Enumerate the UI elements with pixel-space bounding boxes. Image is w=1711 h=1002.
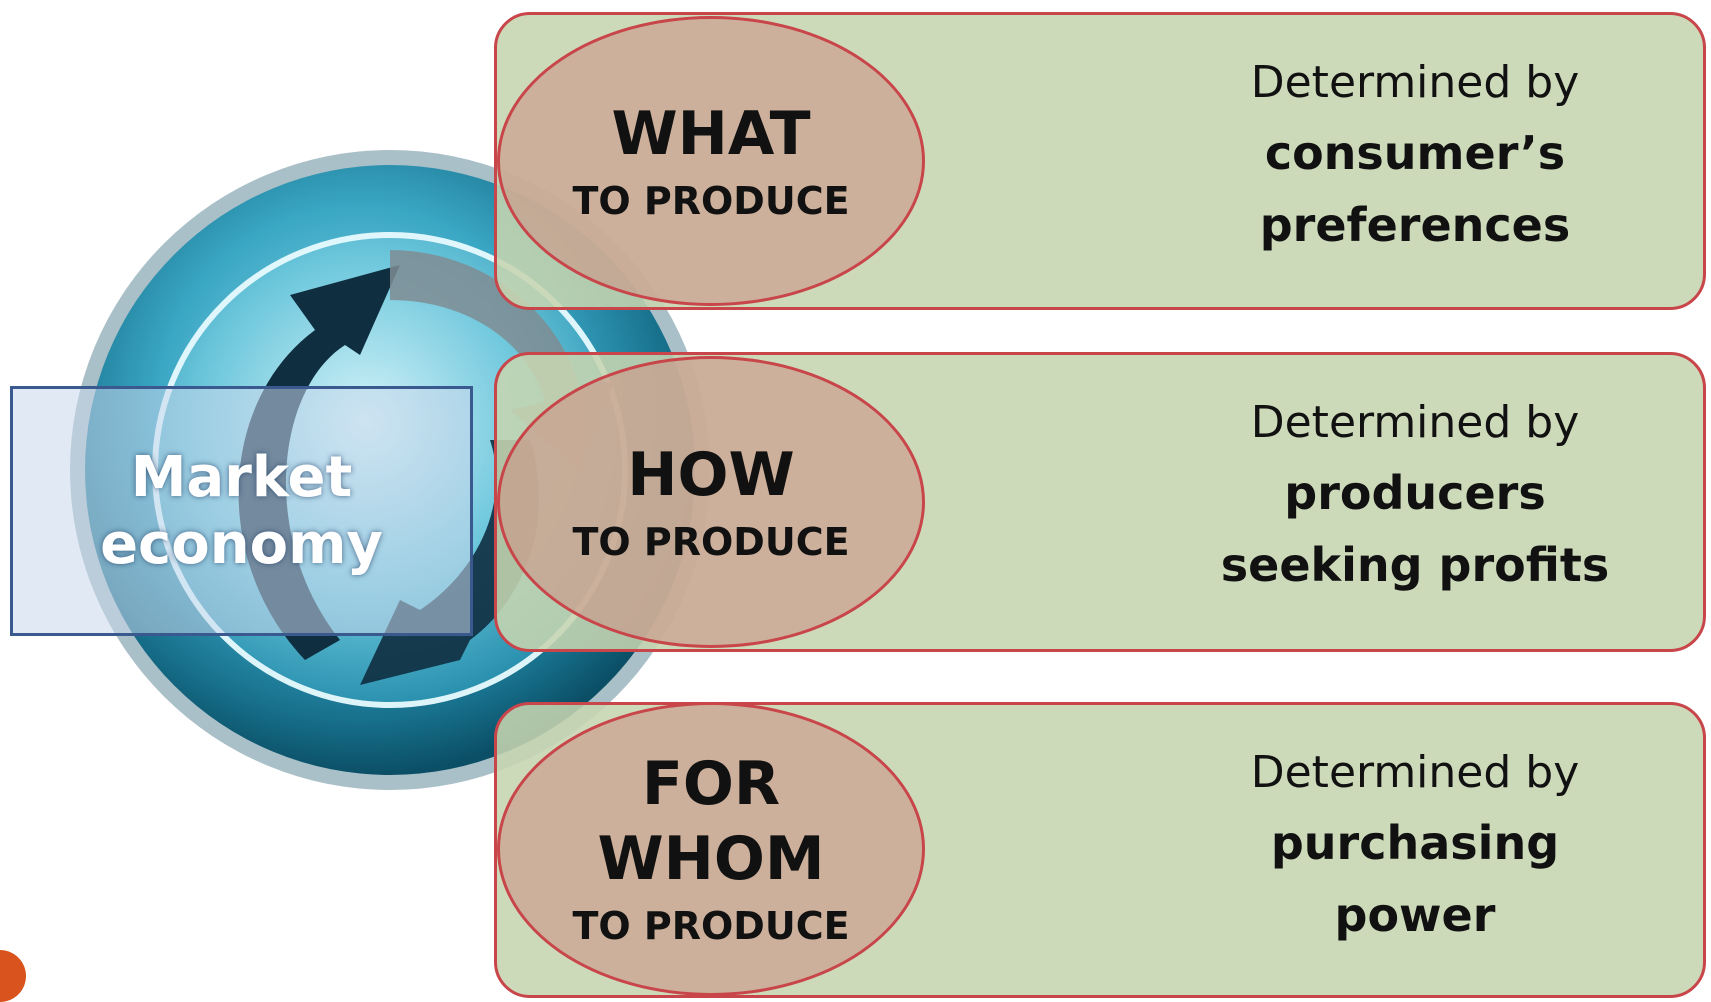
market-economy-label-box: Market economy — [10, 386, 473, 636]
oval-how: HOW TO PRODUCE — [497, 356, 925, 648]
question-whom: WHOM — [597, 824, 825, 895]
desc-what-line2: preferences — [1259, 197, 1571, 252]
corner-accent-dot — [0, 950, 26, 1002]
center-label-line2: economy — [100, 512, 383, 577]
oval-for-whom: FOR WHOM TO PRODUCE — [497, 702, 925, 996]
question-for: FOR — [641, 749, 781, 820]
question-how-sub: TO PRODUCE — [572, 519, 850, 564]
desc-what: Determined by consumer’s preferences — [1180, 48, 1650, 261]
desc-how-intro: Determined by — [1250, 397, 1580, 448]
desc-what-line1: consumer’s — [1264, 126, 1566, 181]
desc-how: Determined by producers seeking profits — [1180, 388, 1650, 601]
desc-for-whom-line1: purchasing — [1270, 816, 1560, 871]
center-label-line1: Market — [130, 444, 353, 510]
desc-how-line1: producers — [1284, 466, 1546, 521]
question-how: HOW — [627, 439, 795, 510]
question-what-sub: TO PRODUCE — [572, 178, 850, 223]
desc-for-whom-line2: power — [1334, 887, 1496, 942]
desc-for-whom: Determined by purchasing power — [1180, 738, 1650, 951]
question-for-whom-sub: TO PRODUCE — [572, 904, 850, 949]
desc-how-line2: seeking profits — [1220, 537, 1610, 592]
desc-for-whom-intro: Determined by — [1250, 747, 1580, 798]
oval-what: WHAT TO PRODUCE — [497, 16, 925, 306]
question-what: WHAT — [611, 98, 811, 169]
desc-what-intro: Determined by — [1250, 57, 1580, 108]
